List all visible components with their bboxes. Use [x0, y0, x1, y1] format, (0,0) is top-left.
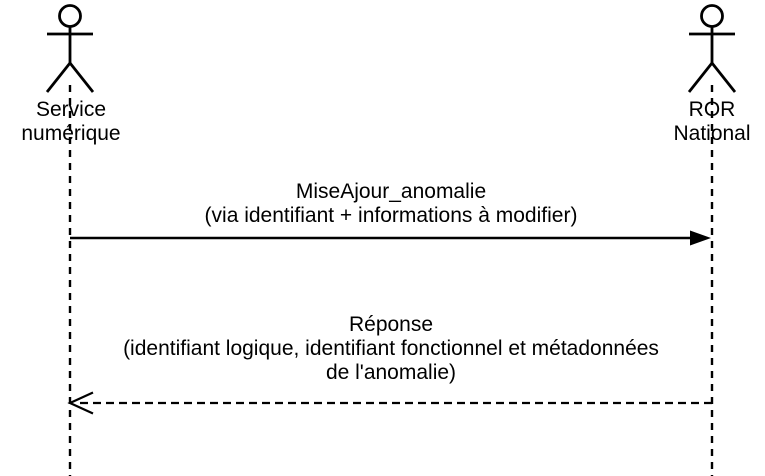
actor-icon-service-numerique: [45, 4, 95, 93]
actor-label-ror-national: ROR National: [673, 98, 751, 145]
actor-leg-right: [710, 62, 737, 93]
actor-icon-ror-national: [687, 4, 737, 93]
actor-label-service-numerique: Service numérique: [21, 98, 121, 145]
message-arrow-reponse: [67, 391, 712, 415]
actor-head: [58, 4, 82, 28]
open-arrowhead-icon: [67, 391, 94, 415]
actor-leg-right: [68, 62, 95, 93]
actor-leg-left: [687, 62, 714, 93]
message-label-mise-a-jour: MiseAjour_anomalie (via identifiant + in…: [204, 180, 578, 227]
filled-arrowhead-icon: [690, 230, 711, 246]
actor-head: [700, 4, 724, 28]
message-arrow-mise-a-jour: [70, 230, 711, 246]
message-label-reponse: Réponse (identifiant logique, identifian…: [123, 313, 659, 384]
actor-leg-left: [45, 62, 72, 93]
